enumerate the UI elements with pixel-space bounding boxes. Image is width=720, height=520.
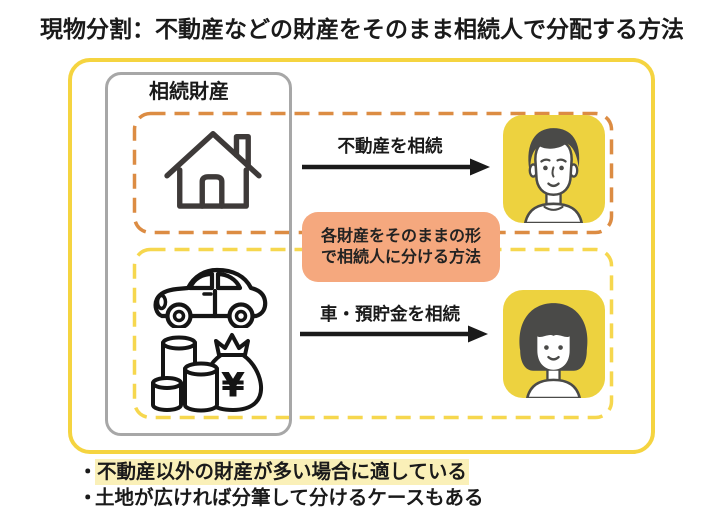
estate-label: 相続財産 xyxy=(149,81,229,103)
estate-box xyxy=(105,72,292,436)
woman-face-icon xyxy=(519,303,588,398)
note-item: ・ 土地が広ければ分筆して分けるケースもある xyxy=(78,485,483,511)
money-icon: ¥ xyxy=(149,329,267,420)
note-text-highlighted: 不動産以外の財産が多い場合に適している xyxy=(95,459,469,485)
heir-woman-avatar xyxy=(503,290,605,398)
coin-stack-small xyxy=(151,376,183,412)
inherit-arrow-top xyxy=(302,158,490,176)
heir-man-avatar xyxy=(503,115,605,223)
flow-label-real-estate: 不動産を相続 xyxy=(337,136,443,156)
note-item: ・ 不動産以外の財産が多い場合に適している xyxy=(78,459,483,485)
man-face-icon xyxy=(523,128,584,223)
note-bullet: ・ xyxy=(78,461,98,483)
house-icon xyxy=(159,121,267,216)
page-title: 現物分割：不動産などの財産をそのまま相続人で分配する方法 xyxy=(40,16,684,42)
coin-stack-mid xyxy=(183,361,219,413)
note-bullet: ・ xyxy=(78,487,98,509)
method-callout: 各財産をそのままの形 で相続人に分ける方法 xyxy=(302,212,500,282)
note-text: 土地が広ければ分筆して分けるケースもある xyxy=(95,487,484,509)
callout-line-2: で相続人に分ける方法 xyxy=(320,249,481,266)
car-icon xyxy=(152,264,268,333)
callout-line-1: 各財産をそのままの形 xyxy=(320,227,481,245)
notes-list: ・ 不動産以外の財産が多い場合に適している ・ 土地が広ければ分筆して分けるケー… xyxy=(78,459,483,511)
flow-label-car-savings: 車・預貯金を相続 xyxy=(320,304,460,324)
inherit-arrow-bottom xyxy=(300,325,488,343)
yen-symbol: ¥ xyxy=(222,366,244,404)
